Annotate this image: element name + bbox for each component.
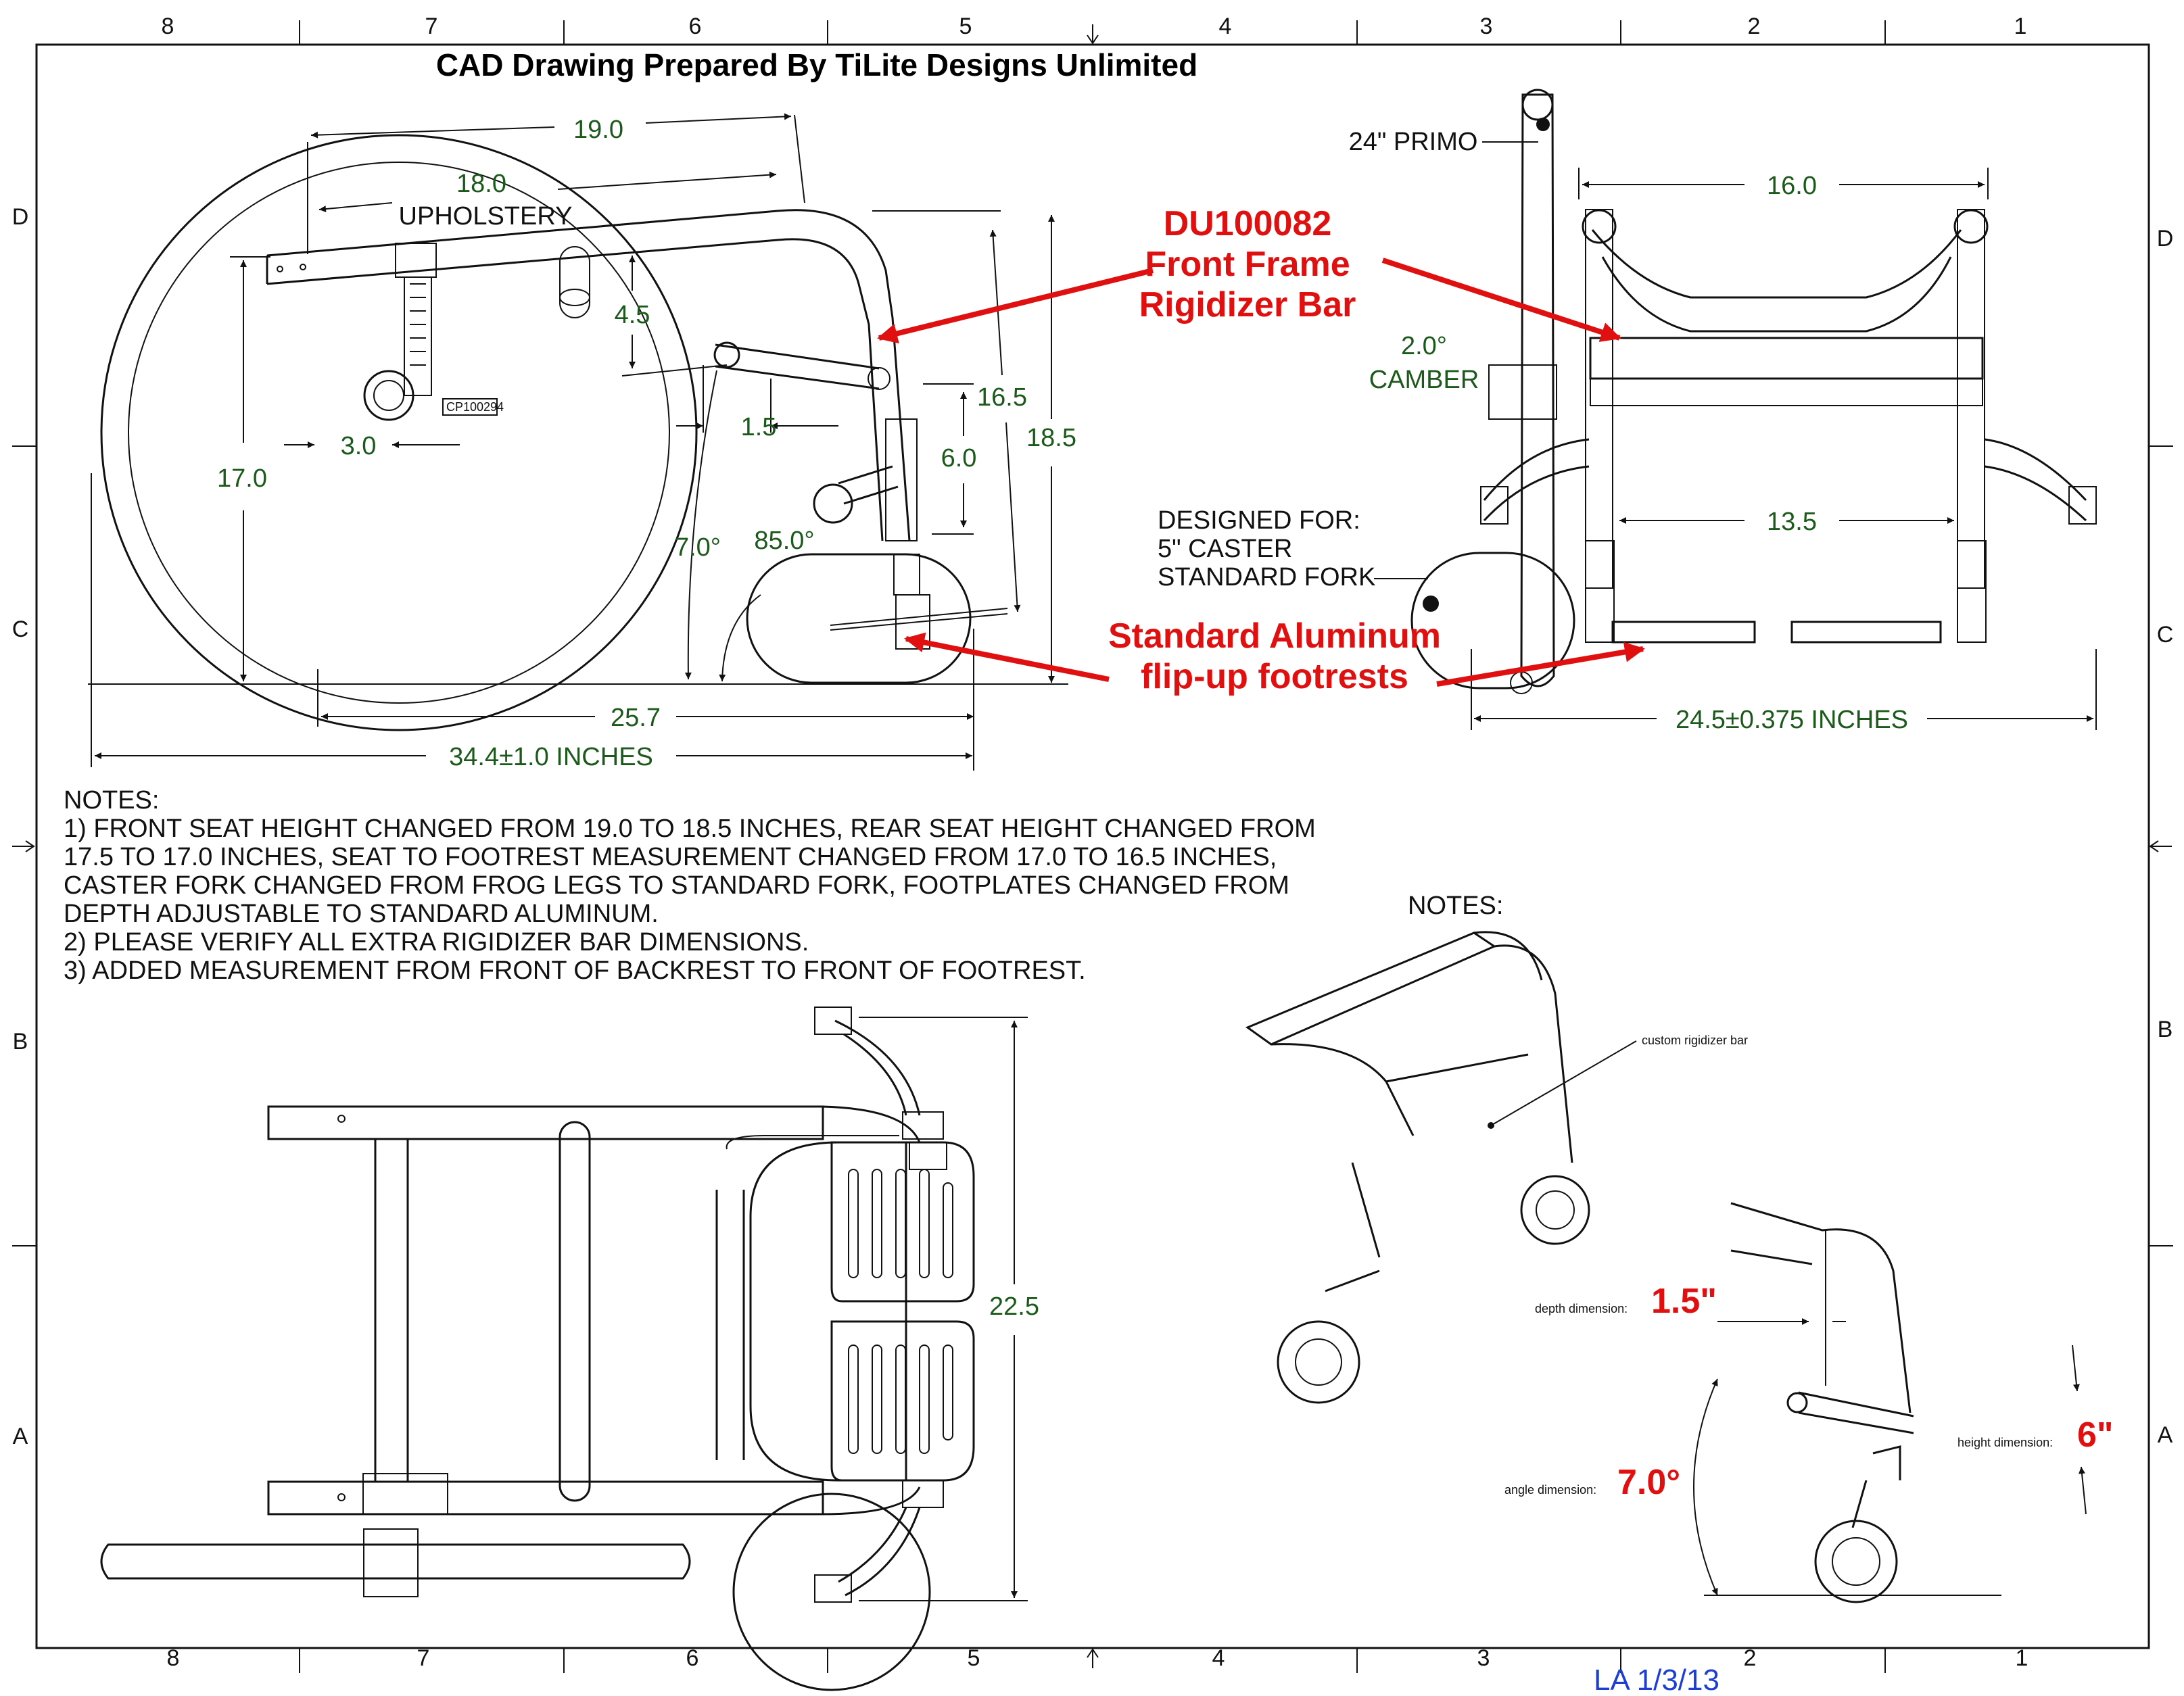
front-view: 24" PRIMO xyxy=(1349,89,2097,694)
zone-row-c-right: C xyxy=(2157,622,2174,648)
height-dimension-label: height dimension: xyxy=(1957,1436,2053,1449)
notes-line-4: DEPTH ADJUSTABLE TO STANDARD ALUMINUM. xyxy=(64,900,659,928)
zone-col-6-bottom: 6 xyxy=(686,1645,699,1671)
zone-col-1-bottom: 1 xyxy=(2016,1645,2028,1671)
camber-value: 2.0° xyxy=(1401,332,1447,360)
depth-dimension-value: 1.5" xyxy=(1651,1282,1717,1321)
drawing-title: CAD Drawing Prepared By TiLite Designs U… xyxy=(436,47,1197,82)
detail-rigidizer-label: custom rigidizer bar xyxy=(1642,1034,1748,1047)
zone-col-5-top: 5 xyxy=(959,14,972,39)
zone-col-8-top: 8 xyxy=(162,14,174,39)
label-24-primo: 24" PRIMO xyxy=(1349,128,1478,156)
zone-col-7-bottom: 7 xyxy=(417,1645,430,1671)
dim-25-7: 25.7 xyxy=(611,704,661,732)
angle-7-0: 7.0° xyxy=(675,533,721,562)
zone-col-8-bottom: 8 xyxy=(167,1645,180,1671)
side-rail-bottom xyxy=(267,1480,824,1516)
angle-85-0: 85.0° xyxy=(754,527,814,555)
rigidizer-bar-side xyxy=(715,343,880,390)
rear-wheel xyxy=(100,134,698,731)
dim-22-5: 22.5 xyxy=(989,1292,1039,1321)
designed-for-line-2: 5" CASTER xyxy=(1158,535,1292,563)
notes-block: NOTES: 1) FRONT SEAT HEIGHT CHANGED FROM… xyxy=(64,786,1316,985)
notes-line-3: CASTER FORK CHANGED FROM FROG LEGS TO ST… xyxy=(64,871,1289,900)
zone-col-7-top: 7 xyxy=(425,14,438,39)
zone-col-6-top: 6 xyxy=(689,14,702,39)
dim-13-5: 13.5 xyxy=(1767,508,1817,536)
designed-for-line-3: STANDARD FORK xyxy=(1158,563,1375,591)
zone-row-a-left: A xyxy=(13,1424,28,1449)
side-view-dimensions: 19.0 18.0 UPHOLSTERY 4.5 3.0 17.0 1.5 16… xyxy=(91,113,1076,771)
backrest-front xyxy=(1591,229,1962,299)
detail-notes-heading: NOTES: xyxy=(1408,892,1503,920)
zone-row-d-left: D xyxy=(12,204,29,230)
footplate-left xyxy=(1611,621,1756,644)
dim-16-5: 16.5 xyxy=(977,383,1027,412)
signature-date: LA 1/3/13 xyxy=(1594,1664,1719,1696)
footplate-top-upper xyxy=(830,1141,975,1303)
designed-for-line-1: DESIGNED FOR: xyxy=(1158,506,1360,535)
footplate-right xyxy=(1790,621,1942,644)
zone-col-4-bottom: 4 xyxy=(1212,1645,1225,1671)
top-view: 22.5 xyxy=(100,1007,1039,1691)
footplate-side xyxy=(830,608,1008,631)
dim-19-0: 19.0 xyxy=(573,116,623,144)
zone-col-3-top: 3 xyxy=(1480,14,1493,39)
zone-row-b-left: B xyxy=(13,1029,28,1055)
dim-1-5: 1.5 xyxy=(741,413,777,441)
dim-24-5: 24.5±0.375 INCHES xyxy=(1676,706,1908,734)
zone-col-2-top: 2 xyxy=(1748,14,1761,39)
dim-34-4: 34.4±1.0 INCHES xyxy=(449,743,653,771)
detail-sketches: NOTES: custom rigidizer bar depth dimens… xyxy=(1245,892,2114,1603)
zone-row-a-right: A xyxy=(2158,1422,2173,1448)
notes-line-1: 1) FRONT SEAT HEIGHT CHANGED FROM 19.0 T… xyxy=(64,815,1316,843)
rigidizer-bar-front xyxy=(1589,337,1984,380)
zone-col-1-top: 1 xyxy=(2014,14,2027,39)
rear-wheel-top xyxy=(100,1543,691,1580)
rear-wheel-edge xyxy=(1520,93,1555,687)
dim-16-0: 16.0 xyxy=(1767,172,1817,200)
part-label-cp100294: CP100294 xyxy=(446,400,504,414)
angle-dimension-label: angle dimension: xyxy=(1504,1483,1596,1497)
zone-col-4-top: 4 xyxy=(1219,14,1232,39)
footplate-top-lower xyxy=(830,1320,975,1482)
seat-rail xyxy=(266,209,911,541)
callout-rigidizer-line-1: DU100082 xyxy=(1164,204,1332,243)
dim-18-0: 18.0 xyxy=(456,170,506,198)
notes-line-2: 17.5 TO 17.0 INCHES, SEAT TO FOOTREST ME… xyxy=(64,843,1277,871)
sheet-border xyxy=(12,20,2173,1673)
dim-4-5: 4.5 xyxy=(615,301,650,329)
callout-footrests-line-1: Standard Aluminum xyxy=(1108,616,1441,656)
notes-line-6: 3) ADDED MEASUREMENT FROM FRONT OF BACKR… xyxy=(64,956,1086,985)
callout-rigidizer-line-3: Rigidizer Bar xyxy=(1139,285,1356,324)
camber-label: CAMBER xyxy=(1369,366,1479,394)
angle-dimension-value: 7.0° xyxy=(1617,1463,1680,1502)
caster-wheel-side xyxy=(746,553,972,684)
dim-6-0: 6.0 xyxy=(941,444,977,473)
dim-3-0: 3.0 xyxy=(341,432,377,460)
callout-rigidizer-line-2: Front Frame xyxy=(1145,245,1350,284)
callout-footrests-line-2: flip-up footrests xyxy=(1141,657,1408,696)
zone-col-5-bottom: 5 xyxy=(968,1645,980,1671)
zone-labels: 8 7 6 5 4 3 2 1 8 7 6 5 4 3 2 1 D C B A … xyxy=(12,14,2174,1671)
zone-row-d-right: D xyxy=(2157,226,2174,251)
dim-18-5: 18.5 xyxy=(1026,424,1076,452)
depth-dimension-label: depth dimension: xyxy=(1535,1302,1628,1315)
label-upholstery: UPHOLSTERY xyxy=(399,202,573,231)
zone-col-3-bottom: 3 xyxy=(1477,1645,1490,1671)
zone-row-b-right: B xyxy=(2158,1017,2173,1042)
height-dimension-value: 6" xyxy=(2077,1415,2114,1455)
front-view-dimensions: 16.0 2.0° CAMBER 13.5 DESIGNED FOR: 5" C… xyxy=(1158,168,2097,734)
side-rail-top xyxy=(267,1105,824,1140)
callout-rigidizer: DU100082 Front Frame Rigidizer Bar xyxy=(877,204,1621,344)
zone-col-2-bottom: 2 xyxy=(1744,1645,1757,1671)
zone-row-c-left: C xyxy=(12,616,29,642)
side-view: CP100294 xyxy=(88,134,1068,731)
notes-line-5: 2) PLEASE VERIFY ALL EXTRA RIGIDIZER BAR… xyxy=(64,928,809,956)
callout-footrests: Standard Aluminum flip-up footrests xyxy=(904,616,1645,696)
notes-heading: NOTES: xyxy=(64,786,159,815)
dim-17-0: 17.0 xyxy=(217,464,267,493)
caster-wheel-top xyxy=(732,1493,931,1691)
